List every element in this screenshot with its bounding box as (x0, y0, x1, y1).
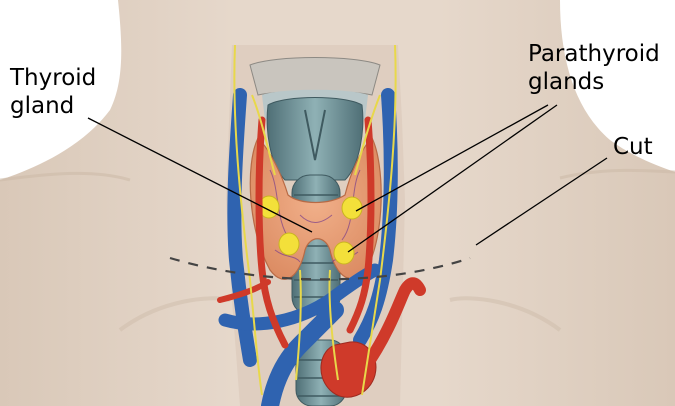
thyroid-label-line-2: gland (10, 92, 96, 120)
thyroid-label-line-1: Thyroid (10, 64, 96, 92)
parathyroid-lower-left (279, 233, 299, 255)
thyroid-gland-label: Thyroid gland (10, 64, 96, 120)
parathyroid-label-line-2: glands (528, 68, 660, 96)
parathyroid-label-line-1: Parathyroid (528, 40, 660, 68)
parathyroid-lower-right (334, 242, 354, 264)
parathyroid-upper-right (342, 197, 362, 219)
cut-label: Cut (613, 133, 653, 161)
parathyroid-glands-label: Parathyroid glands (528, 40, 660, 96)
